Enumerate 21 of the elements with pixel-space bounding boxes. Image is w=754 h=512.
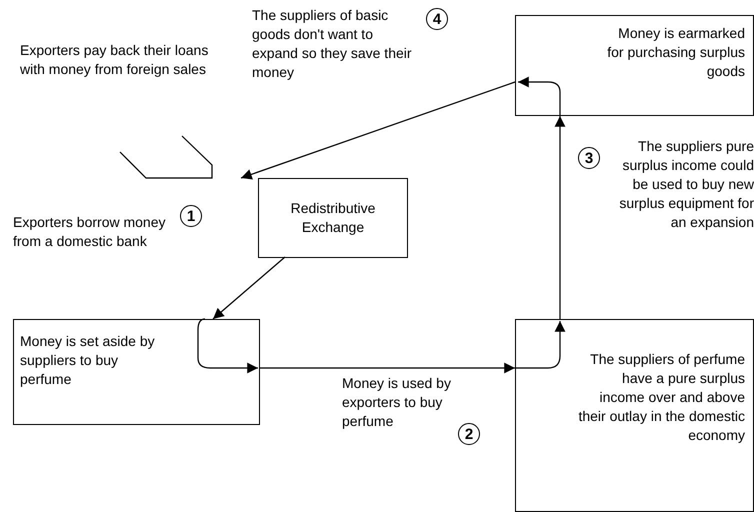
- box-text: The suppliers of perfume have a pure surplus income over and above their outlay in the domestic economy: [577, 350, 745, 445]
- callout-number: 1: [180, 205, 202, 227]
- note-text: The suppliers of basic goods don't want to expand so they save their money: [252, 6, 413, 82]
- arrow: [240, 81, 516, 180]
- arrow: [260, 362, 515, 374]
- box-text: Money is set aside by suppliers to buy perfume: [20, 332, 156, 389]
- process-box: [515, 319, 754, 512]
- note-text: Exporters borrow money from a domestic bank: [13, 213, 167, 251]
- box-text: Money is earmarked for purchasing surplus goods: [606, 24, 745, 81]
- process-box: [13, 319, 260, 425]
- callout-number: 2: [458, 423, 480, 445]
- box-text: Redistributive Exchange: [290, 199, 376, 237]
- arrow: [554, 116, 566, 319]
- process-box: [515, 15, 754, 116]
- note-text: The suppliers pure surplus income could be used to buy new surplus equipment for an expansion: [618, 137, 754, 232]
- note-text: Money is used by exporters to buy perfume: [342, 374, 452, 431]
- callout-number: 4: [426, 8, 448, 30]
- arrow: [212, 256, 286, 320]
- note-text: Exporters pay back their loans with money from foreign sales: [20, 41, 210, 79]
- process-box: [258, 178, 408, 258]
- callout-number: 3: [578, 147, 600, 169]
